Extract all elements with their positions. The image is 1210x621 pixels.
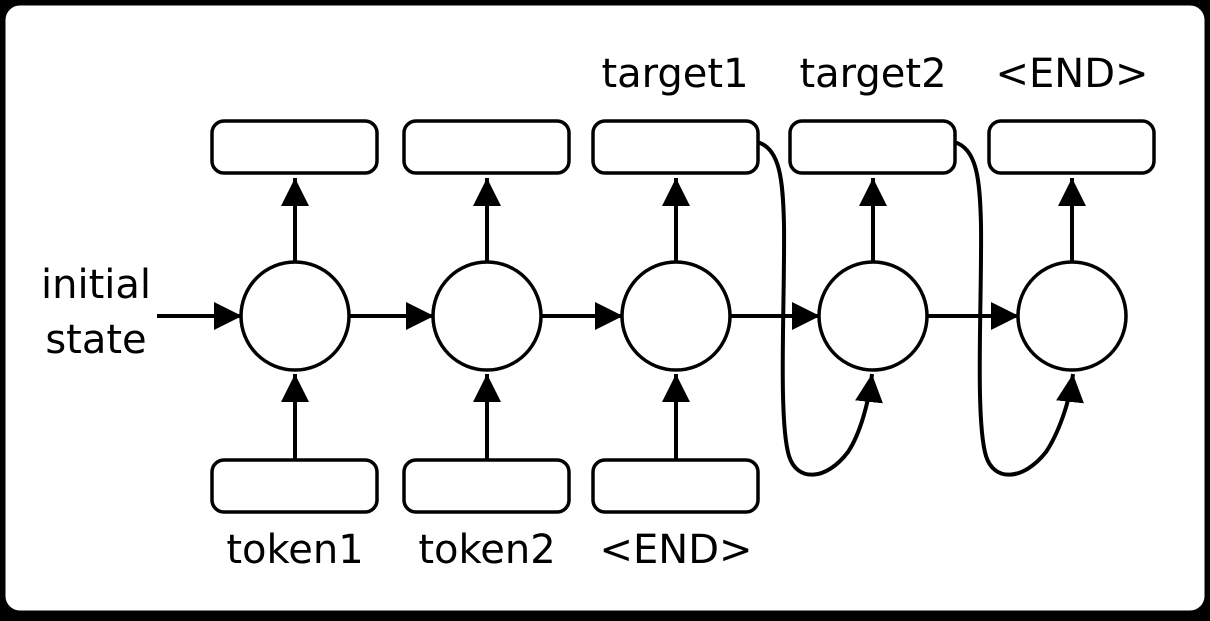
feedback-curve-output4-to-cell5: [953, 140, 1084, 477]
bottom-label-token1: token1: [226, 527, 363, 573]
labels: initial state target1 target2 <END> toke…: [41, 51, 1149, 573]
initial-state-label-line1: initial: [41, 262, 151, 308]
output-box-1: [210, 119, 379, 175]
input-arrows: [281, 374, 690, 460]
input-box-2: [402, 458, 571, 514]
rnn-cell-3: [620, 260, 732, 372]
feedback-curve-output3-to-cell4: [756, 140, 883, 477]
output-box-5: [987, 119, 1156, 175]
bottom-label-end: <END>: [599, 527, 752, 573]
output-box-2: [402, 119, 571, 175]
bottom-label-token2: token2: [418, 527, 555, 573]
rnn-cell-2: [431, 260, 543, 372]
input-box-row: [210, 458, 760, 514]
output-box-3: [591, 119, 760, 175]
output-box-4: [788, 119, 957, 175]
output-box-row: [210, 119, 1156, 175]
rnn-cell-4: [817, 260, 929, 372]
output-arrows: [281, 178, 1086, 263]
top-label-end: <END>: [995, 51, 1148, 97]
input-box-1: [210, 458, 379, 514]
top-label-target1: target1: [601, 51, 748, 97]
feedback-curves: [756, 140, 1084, 477]
input-box-3: [591, 458, 760, 514]
rnn-cell-1: [239, 260, 351, 372]
rnn-cell-5: [1016, 260, 1128, 372]
top-label-target2: target2: [799, 51, 946, 97]
initial-state-label-line2: state: [45, 317, 146, 363]
